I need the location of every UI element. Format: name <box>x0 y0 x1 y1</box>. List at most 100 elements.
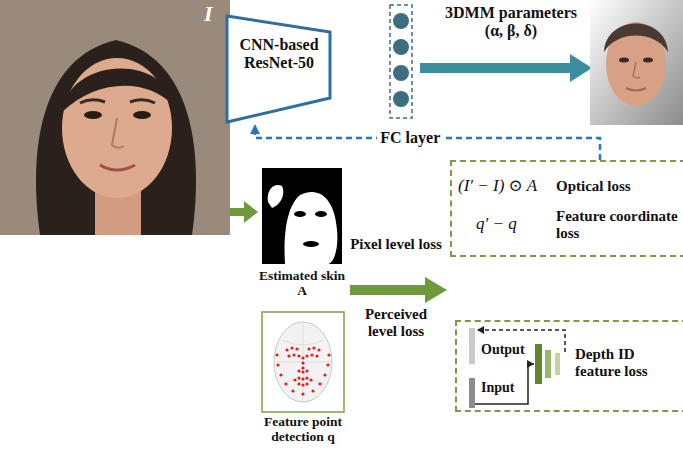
network-sketch-part <box>535 344 542 384</box>
landmark-image-part-part <box>309 378 312 381</box>
fc-vector <box>390 5 412 118</box>
input-photo-part <box>100 165 135 170</box>
landmark-image-part-part <box>310 353 313 356</box>
loss-box: (I′ − I) ⊙ A Optical loss q′ − q Feature co… <box>450 160 683 257</box>
network-sketch-part <box>545 350 551 378</box>
image-caption: Estimated skin A <box>258 268 346 298</box>
landmark-image-part-part <box>275 353 278 356</box>
skin-mask-image-part <box>303 241 319 247</box>
input-photo-part <box>112 118 124 148</box>
landmark-image-part-part <box>292 353 295 356</box>
loss-formula: q′ − q <box>476 214 517 233</box>
skin-mask-image-part <box>294 211 306 217</box>
loss-formula: (I′ − I) ⊙ A <box>458 176 537 195</box>
landmark-image-part-part <box>307 347 310 350</box>
landmark-image-part-part <box>284 382 287 385</box>
fc-vector-part <box>393 65 409 81</box>
fc-vector-part <box>393 13 409 29</box>
landmark-image-part-part <box>279 373 282 376</box>
landmark-image-part-part <box>315 354 318 357</box>
landmark-image-part-part <box>297 369 300 372</box>
landmark-image-part-part <box>326 363 329 366</box>
landmark-image-part-part <box>301 356 304 359</box>
face-render-part <box>619 58 629 63</box>
landmark-image-part-part <box>293 378 296 381</box>
input-photo-part <box>84 111 102 119</box>
input-photo-node: I <box>0 0 230 235</box>
landmark-image-part-part <box>297 354 300 357</box>
trapezoid-outline <box>227 16 330 122</box>
skin-mask-image-part <box>262 168 342 264</box>
input-photo <box>0 0 230 235</box>
landmark-node: Feature point detection q <box>255 312 355 452</box>
input-photo-part <box>62 68 174 112</box>
cnn-encoder: CNN-based ResNet-50 <box>225 14 333 124</box>
connector-label: FC layer <box>377 129 443 147</box>
landmark-image-part-part <box>305 354 308 357</box>
face-render-part <box>633 62 640 78</box>
loss-label: Pixel level loss <box>350 236 442 253</box>
landmark-image-part-part <box>287 354 290 357</box>
skin-mask-image <box>262 168 342 264</box>
face-render-part <box>626 88 646 91</box>
image-symbol: I <box>204 2 213 27</box>
landmark-image-part <box>275 346 330 395</box>
image-caption: Feature point detection q <box>255 414 351 444</box>
skin-mask-node: Estimated skin A <box>258 168 350 304</box>
landmark-image-part-part <box>295 347 298 350</box>
loss-name: Optical loss <box>556 178 631 195</box>
skin-mask-image-part <box>285 192 338 264</box>
loss-name: Feature coordinate loss <box>556 208 678 242</box>
fc-vector-part <box>390 5 412 118</box>
landmark-image-part-part <box>301 392 304 395</box>
landmark-image-part-part <box>297 382 300 385</box>
landmark-image-part <box>276 324 330 400</box>
loss-label: Perceived level loss <box>350 306 442 340</box>
skin-mask-image-part <box>315 211 327 217</box>
landmark-image-part-part <box>327 353 330 356</box>
landmark-image-part-part <box>323 373 326 376</box>
network-sketch-part <box>469 378 475 408</box>
network-sketch <box>469 328 565 408</box>
layer-label: Input <box>481 380 514 396</box>
connector-arrow <box>230 208 244 216</box>
landmark-image-part-part <box>312 346 315 349</box>
network-sketch-part <box>475 364 534 404</box>
input-photo-part <box>80 100 105 103</box>
face-render-part <box>590 0 683 125</box>
parameter-arrow <box>420 54 592 82</box>
face-render <box>590 0 683 125</box>
landmark-image-part-part <box>301 366 304 369</box>
encoder-label: CNN-based ResNet-50 <box>231 36 327 72</box>
landmark-image-part-part <box>305 369 308 372</box>
landmark-image-part-part <box>318 382 321 385</box>
landmark-image-part-part <box>305 382 308 385</box>
fc-vector-part <box>393 39 409 55</box>
face-render-part <box>643 58 653 63</box>
input-photo-part <box>36 40 196 235</box>
landmark-image-part-part <box>276 363 279 366</box>
fc-vector-part <box>393 91 409 107</box>
landmark-image-part-part <box>301 361 304 364</box>
landmark-image-part-part <box>305 376 308 379</box>
depth-loss-box: OutputInput Depth ID feature loss <box>455 320 683 412</box>
landmark-image-part <box>274 322 332 402</box>
loss-name: Depth ID feature loss <box>575 346 675 380</box>
loss-arrow <box>350 277 447 303</box>
landmark-image-part-part <box>290 346 293 349</box>
landmark-image <box>262 312 344 412</box>
input-photo-part <box>0 0 230 235</box>
landmark-image-part-part <box>297 376 300 379</box>
landmark-image-part-part <box>291 389 294 392</box>
layer-label: Output <box>481 342 525 358</box>
landmark-image-part-part <box>317 348 320 351</box>
parameter-label: 3DMM parameters (α, β, δ) <box>438 4 584 40</box>
landmark-image-part-part <box>301 377 304 380</box>
skin-mask-image-part <box>268 185 284 208</box>
landmark-image-part <box>262 312 344 412</box>
network-sketch-part <box>555 353 560 375</box>
